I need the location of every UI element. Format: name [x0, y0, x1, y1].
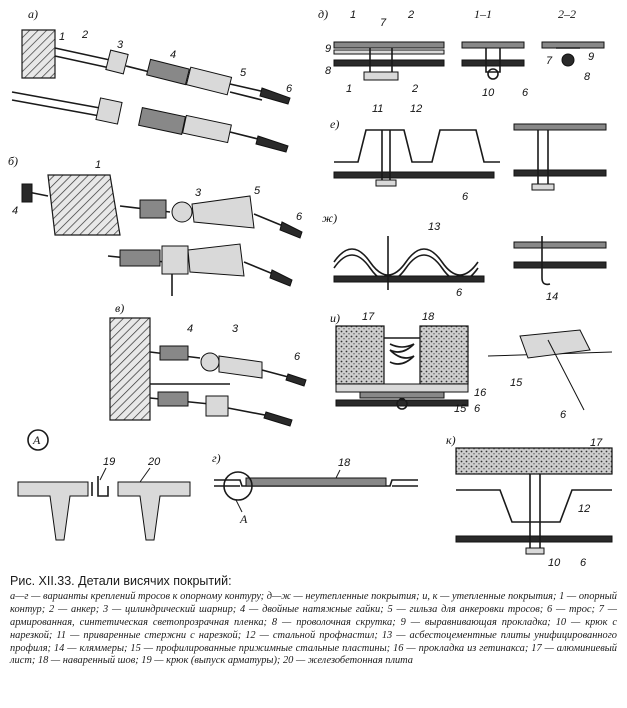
- callout-7-d-section: 7: [546, 55, 553, 67]
- panel-d: д) 1 2 7 9 8 1 2 1–1 10 6 2–2 7 9 8: [318, 7, 605, 99]
- anchor-assembly-b-lower: [107, 243, 293, 296]
- callout-6-zh: 6: [456, 287, 463, 299]
- callout-9-d-section: 9: [588, 51, 594, 63]
- detail-a-marker: [27, 429, 49, 451]
- callout-1-b: 1: [95, 159, 101, 171]
- detail-a: А 19 20: [17, 429, 191, 541]
- callout-16-i: 16: [474, 387, 487, 399]
- panel-k: к) 17 12 10 6: [446, 433, 613, 569]
- support-contour-a: [21, 29, 56, 79]
- callout-3-v: 3: [232, 323, 239, 335]
- callout-18-g: 18: [338, 457, 351, 469]
- callout-4-b: 4: [12, 205, 18, 217]
- anchor-assembly-v-upper: [149, 345, 307, 387]
- support-contour-v: [109, 317, 151, 421]
- anchor-assembly-a-lower: [11, 91, 289, 153]
- callout-17-i: 17: [362, 311, 375, 323]
- callout-6-i: 6: [474, 403, 481, 415]
- callout-19-detail: 19: [103, 456, 115, 468]
- section-label-1-1: 1–1: [474, 7, 492, 21]
- panel-label-a: а): [28, 7, 38, 21]
- panel-label-b: б): [8, 154, 18, 168]
- panel-label-zh: ж): [322, 211, 337, 225]
- cut-1-bottom: 1: [346, 83, 352, 95]
- callout-4-a: 4: [170, 49, 176, 61]
- callout-15-i: 15: [454, 403, 467, 415]
- callout-14-zh: 14: [546, 291, 558, 303]
- callout-6-e: 6: [462, 191, 469, 203]
- rc-slab-right: [117, 481, 191, 541]
- callout-5-b: 5: [254, 185, 261, 197]
- callout-15-i-iso: 15: [510, 377, 523, 389]
- detail-a-ref-label: А: [239, 512, 248, 526]
- panel-g: г) А 18: [212, 451, 418, 526]
- callout-3-b: 3: [195, 187, 202, 199]
- callout-6-d: 6: [522, 87, 529, 99]
- callout-12-k: 12: [578, 503, 590, 515]
- panel-a: а) 1 2 3 4 5 6: [11, 7, 293, 153]
- callout-2-a: 2: [81, 29, 88, 41]
- caption-body: а—г — варианты креплений тросов к опорно…: [10, 590, 617, 667]
- callout-9-d: 9: [325, 43, 331, 55]
- callout-5-a: 5: [240, 67, 247, 79]
- panel-label-v: в): [115, 301, 124, 315]
- cut-2-bottom: 2: [411, 83, 418, 95]
- callout-4-v: 4: [187, 323, 193, 335]
- callout-6-k: 6: [580, 557, 587, 569]
- panel-e: е) 11 12 6: [330, 103, 607, 203]
- anchor-assembly-b-upper: [21, 183, 303, 239]
- callout-20-detail: 20: [147, 456, 161, 468]
- support-contour-b: [47, 174, 121, 236]
- figure-caption: Рис. XII.33. Детали висячих покрытий: а—…: [10, 575, 617, 668]
- callout-6-i-iso: 6: [560, 409, 567, 421]
- callout-13-zh: 13: [428, 221, 441, 233]
- callout-6-a: 6: [286, 83, 293, 95]
- callout-10-d: 10: [482, 87, 495, 99]
- callout-18-i: 18: [422, 311, 435, 323]
- cut-2-top: 2: [407, 9, 414, 21]
- rc-slab-left: [17, 481, 89, 541]
- callout-6-v: 6: [294, 351, 301, 363]
- panel-b: б) 1 4 3 5 6: [8, 154, 303, 296]
- anchor-assembly-v-lower: [149, 383, 293, 427]
- panel-label-k: к): [446, 433, 456, 447]
- panel-v: в) 4 3 6: [109, 301, 307, 427]
- cut-1-top: 1: [350, 9, 356, 21]
- detail-a-marker-label: А: [32, 433, 41, 447]
- callout-6-b: 6: [296, 211, 303, 223]
- callout-11-e: 11: [372, 103, 383, 115]
- anchor-assembly-a-upper: [54, 47, 291, 105]
- callout-1-a: 1: [59, 31, 65, 43]
- callout-12-e: 12: [410, 103, 422, 115]
- callout-3-a: 3: [117, 39, 124, 51]
- hook-rebar: [91, 476, 109, 497]
- callout-17-k: 17: [590, 437, 603, 449]
- callout-8-d: 8: [325, 65, 332, 77]
- panel-label-g: г): [212, 451, 221, 465]
- caption-title: Рис. XII.33. Детали висячих покрытий:: [10, 574, 232, 588]
- callout-8-d-section: 8: [584, 71, 591, 83]
- panel-zh: ж) 13 6 14: [322, 211, 607, 303]
- callout-10-k: 10: [548, 557, 561, 569]
- panel-label-e: е): [330, 117, 339, 131]
- callout-7-d: 7: [380, 17, 387, 29]
- section-label-2-2: 2–2: [558, 7, 576, 21]
- panel-label-i: и): [330, 311, 340, 325]
- panel-label-d: д): [318, 7, 328, 21]
- panel-i: и) 17 18 16 15 6 15 6: [330, 311, 613, 421]
